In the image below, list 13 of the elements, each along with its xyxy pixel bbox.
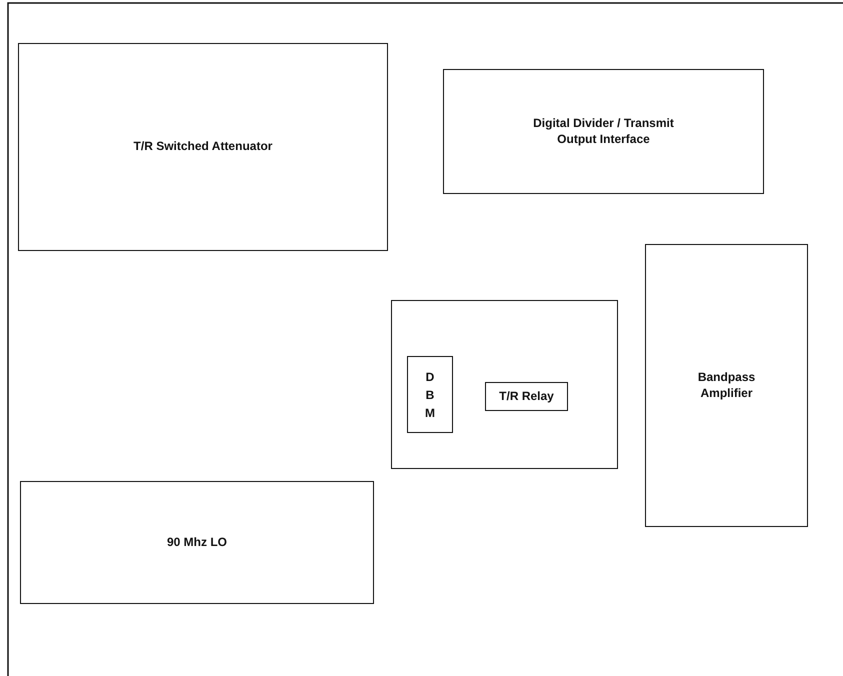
block-label: T/R Relay <box>499 388 554 404</box>
block-label: Bandpass Amplifier <box>696 370 756 402</box>
block-label: 90 Mhz LO <box>166 534 227 550</box>
block-box <box>485 382 568 411</box>
block-box <box>443 69 764 194</box>
block-box <box>645 244 808 527</box>
block-label: DBM <box>424 368 436 422</box>
block-box <box>18 43 388 251</box>
block-box <box>407 356 453 433</box>
block-label: T/R Switched Attenuator <box>134 139 272 155</box>
block-box <box>20 481 374 604</box>
block-label: Digital Divider / Transmit Output Interface <box>532 116 675 148</box>
empty-box <box>391 300 618 469</box>
